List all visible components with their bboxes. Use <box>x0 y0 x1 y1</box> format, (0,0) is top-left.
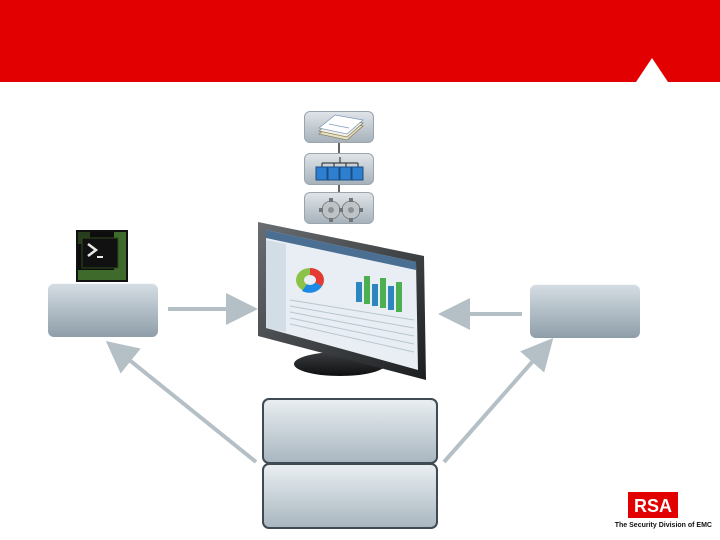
gears-icon <box>319 198 363 222</box>
header-banner <box>0 0 720 82</box>
documents-icon <box>318 114 364 141</box>
stack-tile-gears <box>304 192 374 224</box>
banner-notch-shape <box>636 58 668 82</box>
rsa-logo-box <box>628 492 678 518</box>
stack-tile-hierarchy <box>304 153 374 185</box>
rsa-logo: RSA ® <box>628 492 678 518</box>
left-box <box>48 283 158 337</box>
arrow-panel-to-left-box <box>105 340 258 464</box>
rsa-tagline: The Security Division of EMC <box>614 522 712 529</box>
rsa-wordmark: RSA <box>634 496 672 516</box>
bottom-panel-lower <box>262 463 438 529</box>
right-box <box>530 284 640 338</box>
arrow-panel-to-right-box <box>442 337 554 464</box>
bottom-panel-upper <box>262 398 438 464</box>
hierarchy-icon <box>315 157 364 181</box>
stack-tile-documents <box>304 111 374 143</box>
terminal-icon <box>76 230 128 282</box>
